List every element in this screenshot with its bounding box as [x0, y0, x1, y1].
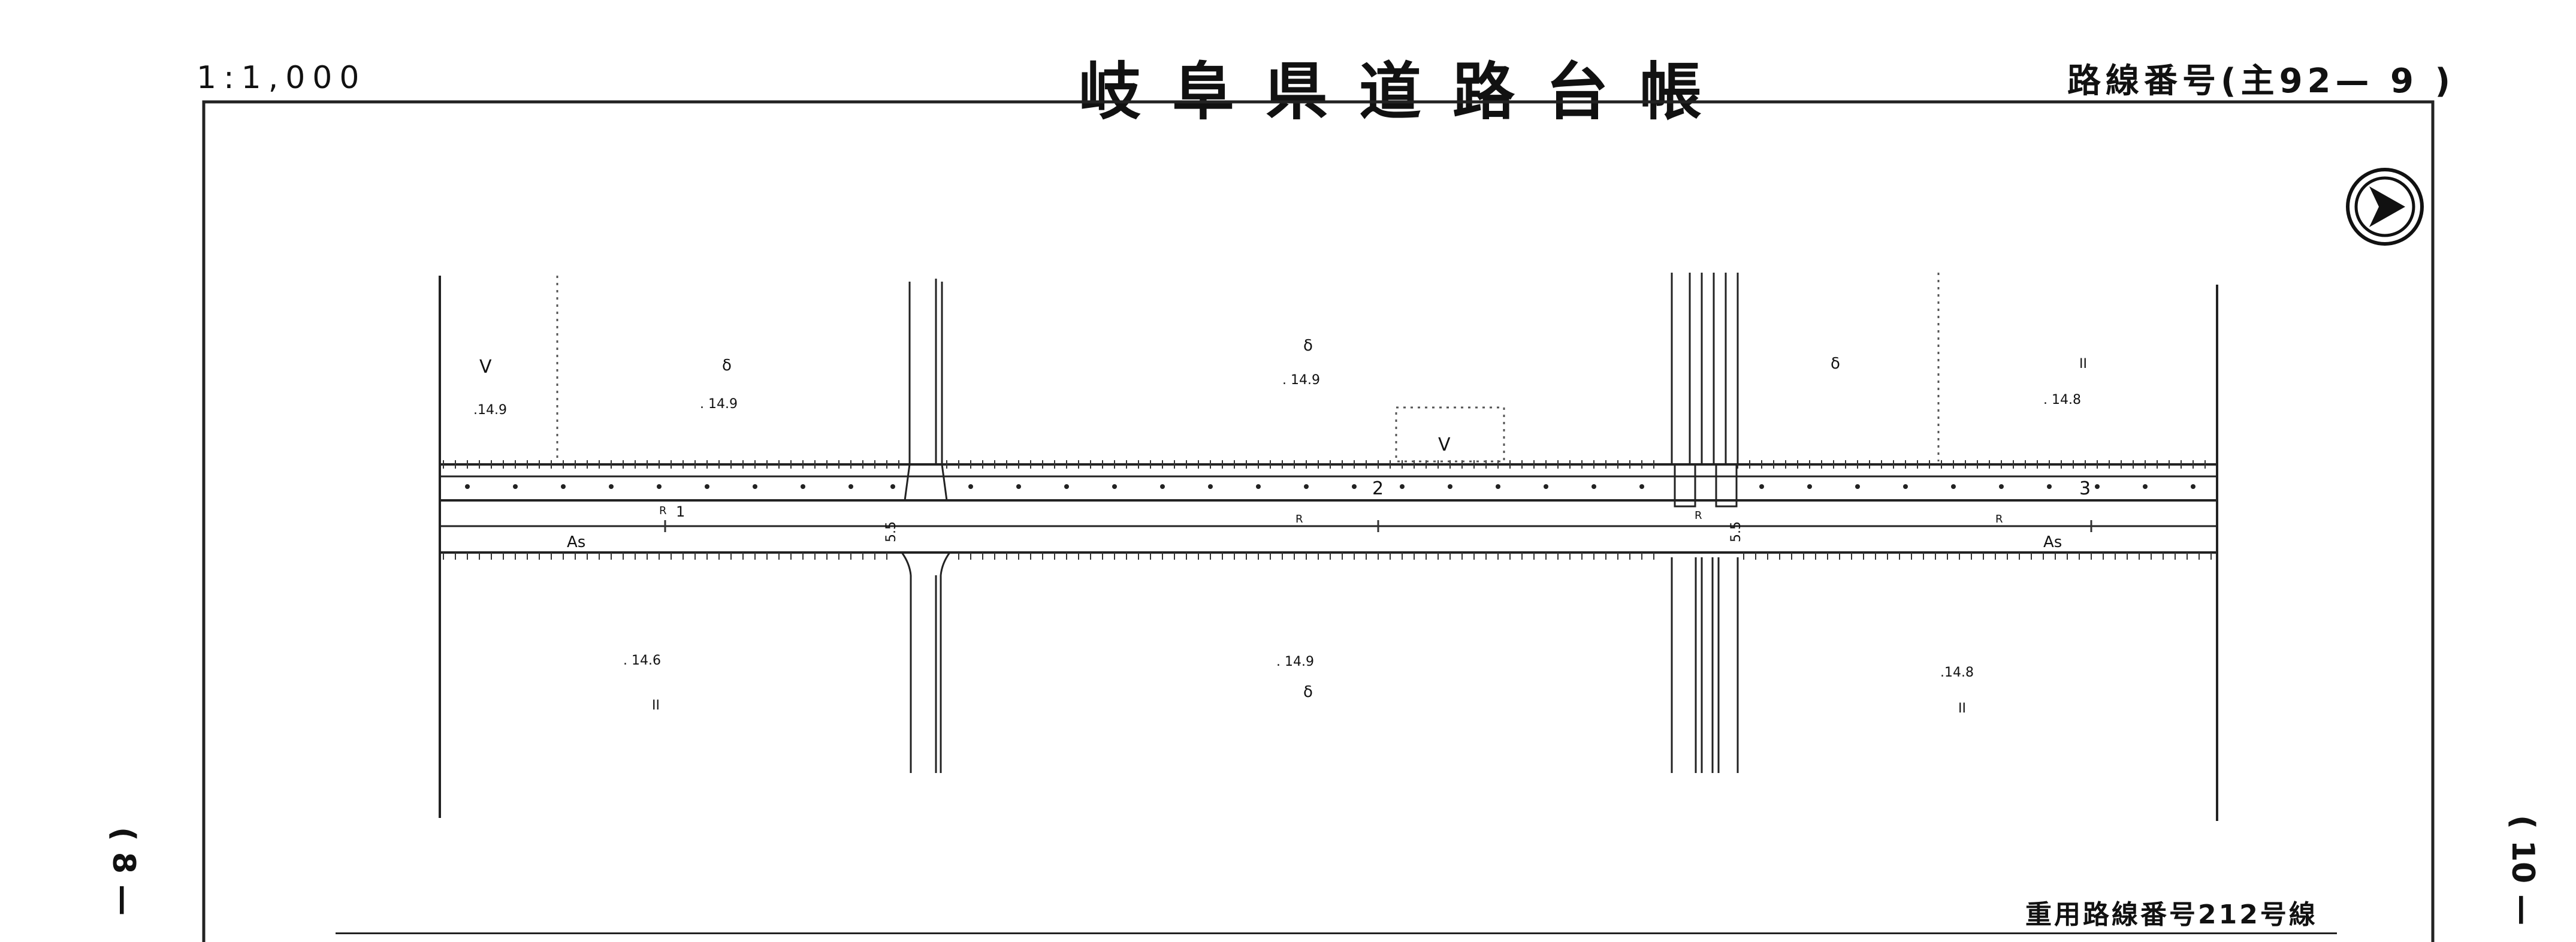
width-label: 5.5	[1729, 521, 1744, 542]
land-use-symbol: δ	[722, 357, 732, 375]
map-frame	[202, 100, 2435, 942]
r-mark: R	[659, 505, 667, 517]
property-lines	[556, 273, 1940, 463]
elevation: .14.9	[473, 403, 507, 418]
north-arrow-icon	[2346, 168, 2424, 246]
elevation: .14.8	[1940, 665, 1974, 680]
land-use-symbol: δ	[1831, 355, 1840, 373]
land-use-symbol: V	[1438, 434, 1451, 455]
elevation: . 14.9	[1282, 373, 1320, 388]
elevation: . 14.9	[1276, 654, 1314, 669]
r-mark: R	[1695, 509, 1702, 522]
land-use-symbol: II	[652, 698, 660, 713]
land-use-symbol: V	[479, 357, 492, 378]
road-name-label: 重用路線番号212号線	[2025, 899, 2318, 930]
surface-label: As	[2043, 533, 2062, 551]
elevation: . 14.6	[623, 653, 661, 668]
elevation: . 14.8	[2043, 393, 2081, 407]
segment-number: 2	[1372, 478, 1384, 499]
section-marks	[664, 520, 2092, 532]
boundary-hatching	[443, 460, 2212, 560]
cross-street-left	[901, 279, 951, 773]
elevation: . 14.9	[700, 397, 738, 412]
page-title: 岐阜県道路台帳	[1079, 55, 1734, 128]
r-mark: R	[1995, 513, 2003, 526]
cross-street-right	[1671, 273, 1739, 773]
land-use-symbol: δ	[1303, 337, 1313, 355]
segment-number: 1	[676, 503, 685, 520]
surface-label: As	[567, 533, 586, 551]
width-label: 5.5	[884, 521, 899, 542]
map-scale: 1:1,000	[197, 60, 367, 96]
r-mark: R	[1295, 513, 1303, 526]
route-number: 路線番号(主92— 9 )	[2067, 62, 2456, 101]
curb-dots	[465, 484, 2196, 489]
land-use-symbol: II	[2079, 357, 2087, 372]
segment-number: 3	[2079, 478, 2091, 499]
land-use-symbol: δ	[1303, 683, 1313, 701]
footer-rule	[336, 932, 2337, 934]
land-use-symbol: II	[1958, 701, 1966, 716]
